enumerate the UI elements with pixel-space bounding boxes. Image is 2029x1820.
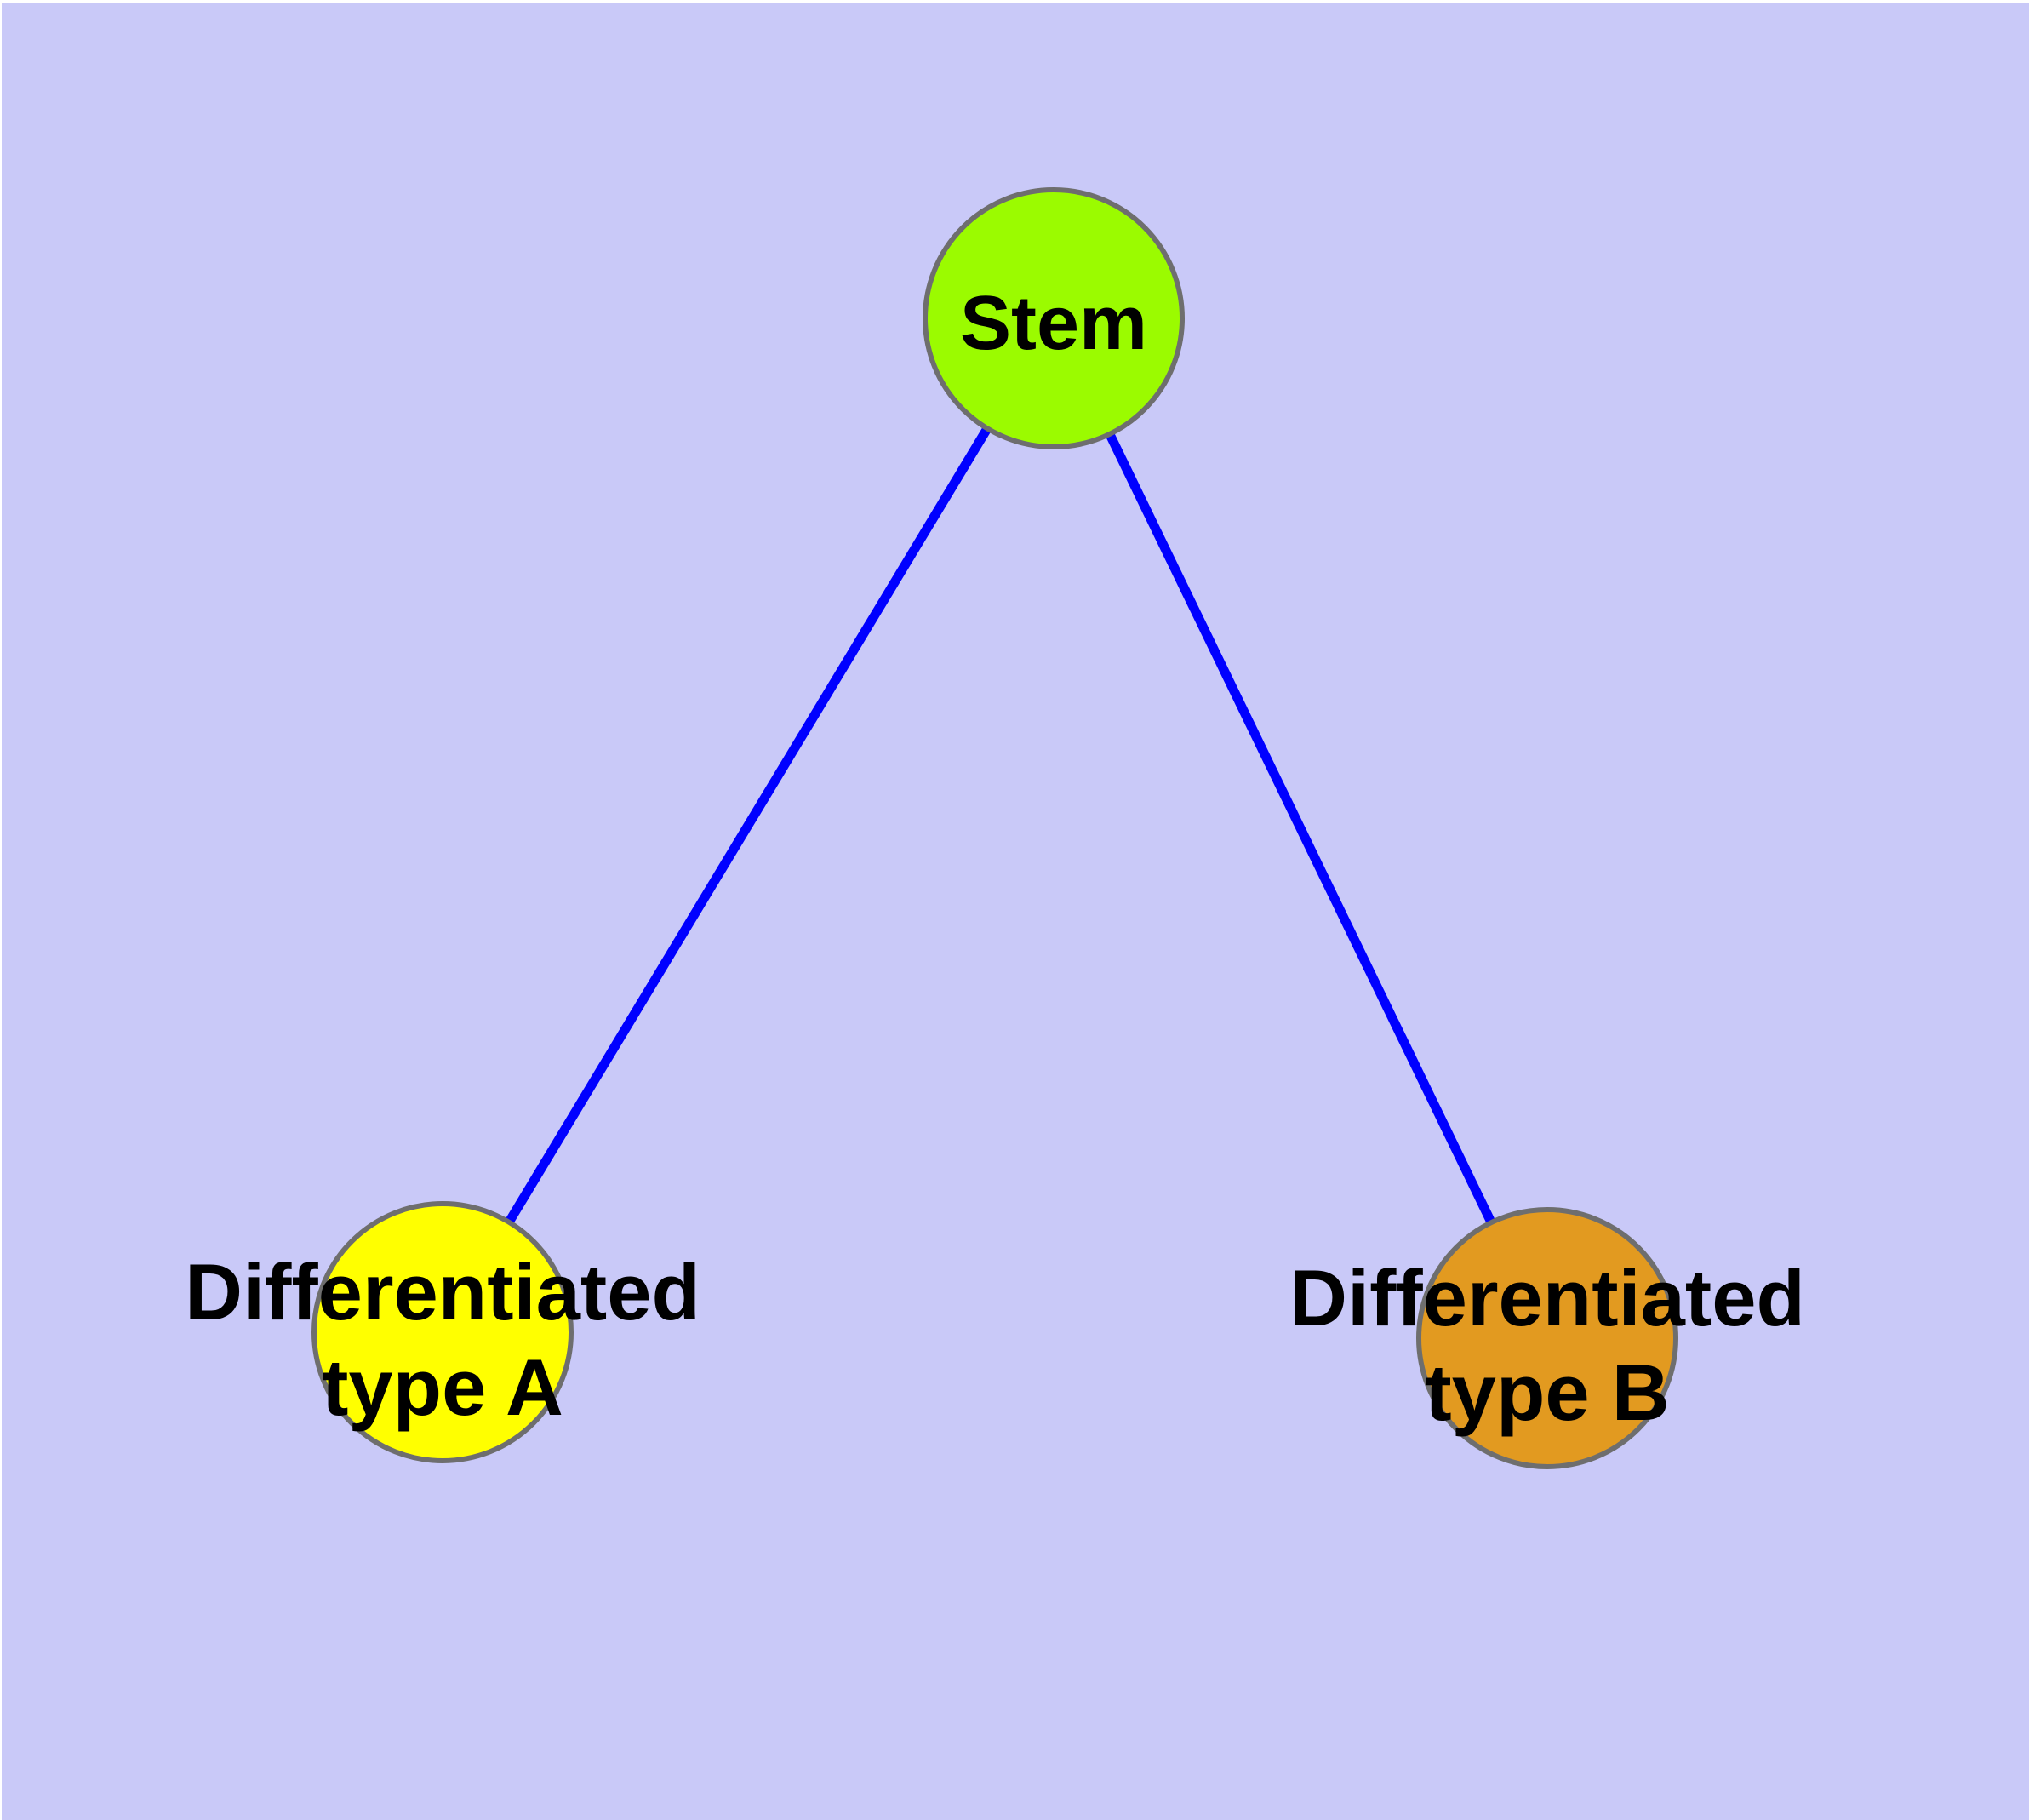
edge-stem-to-type-b (1049, 316, 1552, 1341)
node-type-a-label-line2: type A (322, 1342, 563, 1432)
node-stem (923, 187, 1185, 449)
node-type-b-label-line2: type B (1425, 1348, 1669, 1437)
edge-stem-to-type-a (438, 316, 1058, 1335)
node-stem-label: Stem (960, 281, 1147, 366)
node-type-b-label-line1: Differentiated (1289, 1253, 1805, 1342)
node-differentiated-type-a (311, 1201, 574, 1463)
node-type-a-label-line1: Differentiated (185, 1247, 700, 1336)
node-differentiated-type-b (1416, 1207, 1678, 1469)
